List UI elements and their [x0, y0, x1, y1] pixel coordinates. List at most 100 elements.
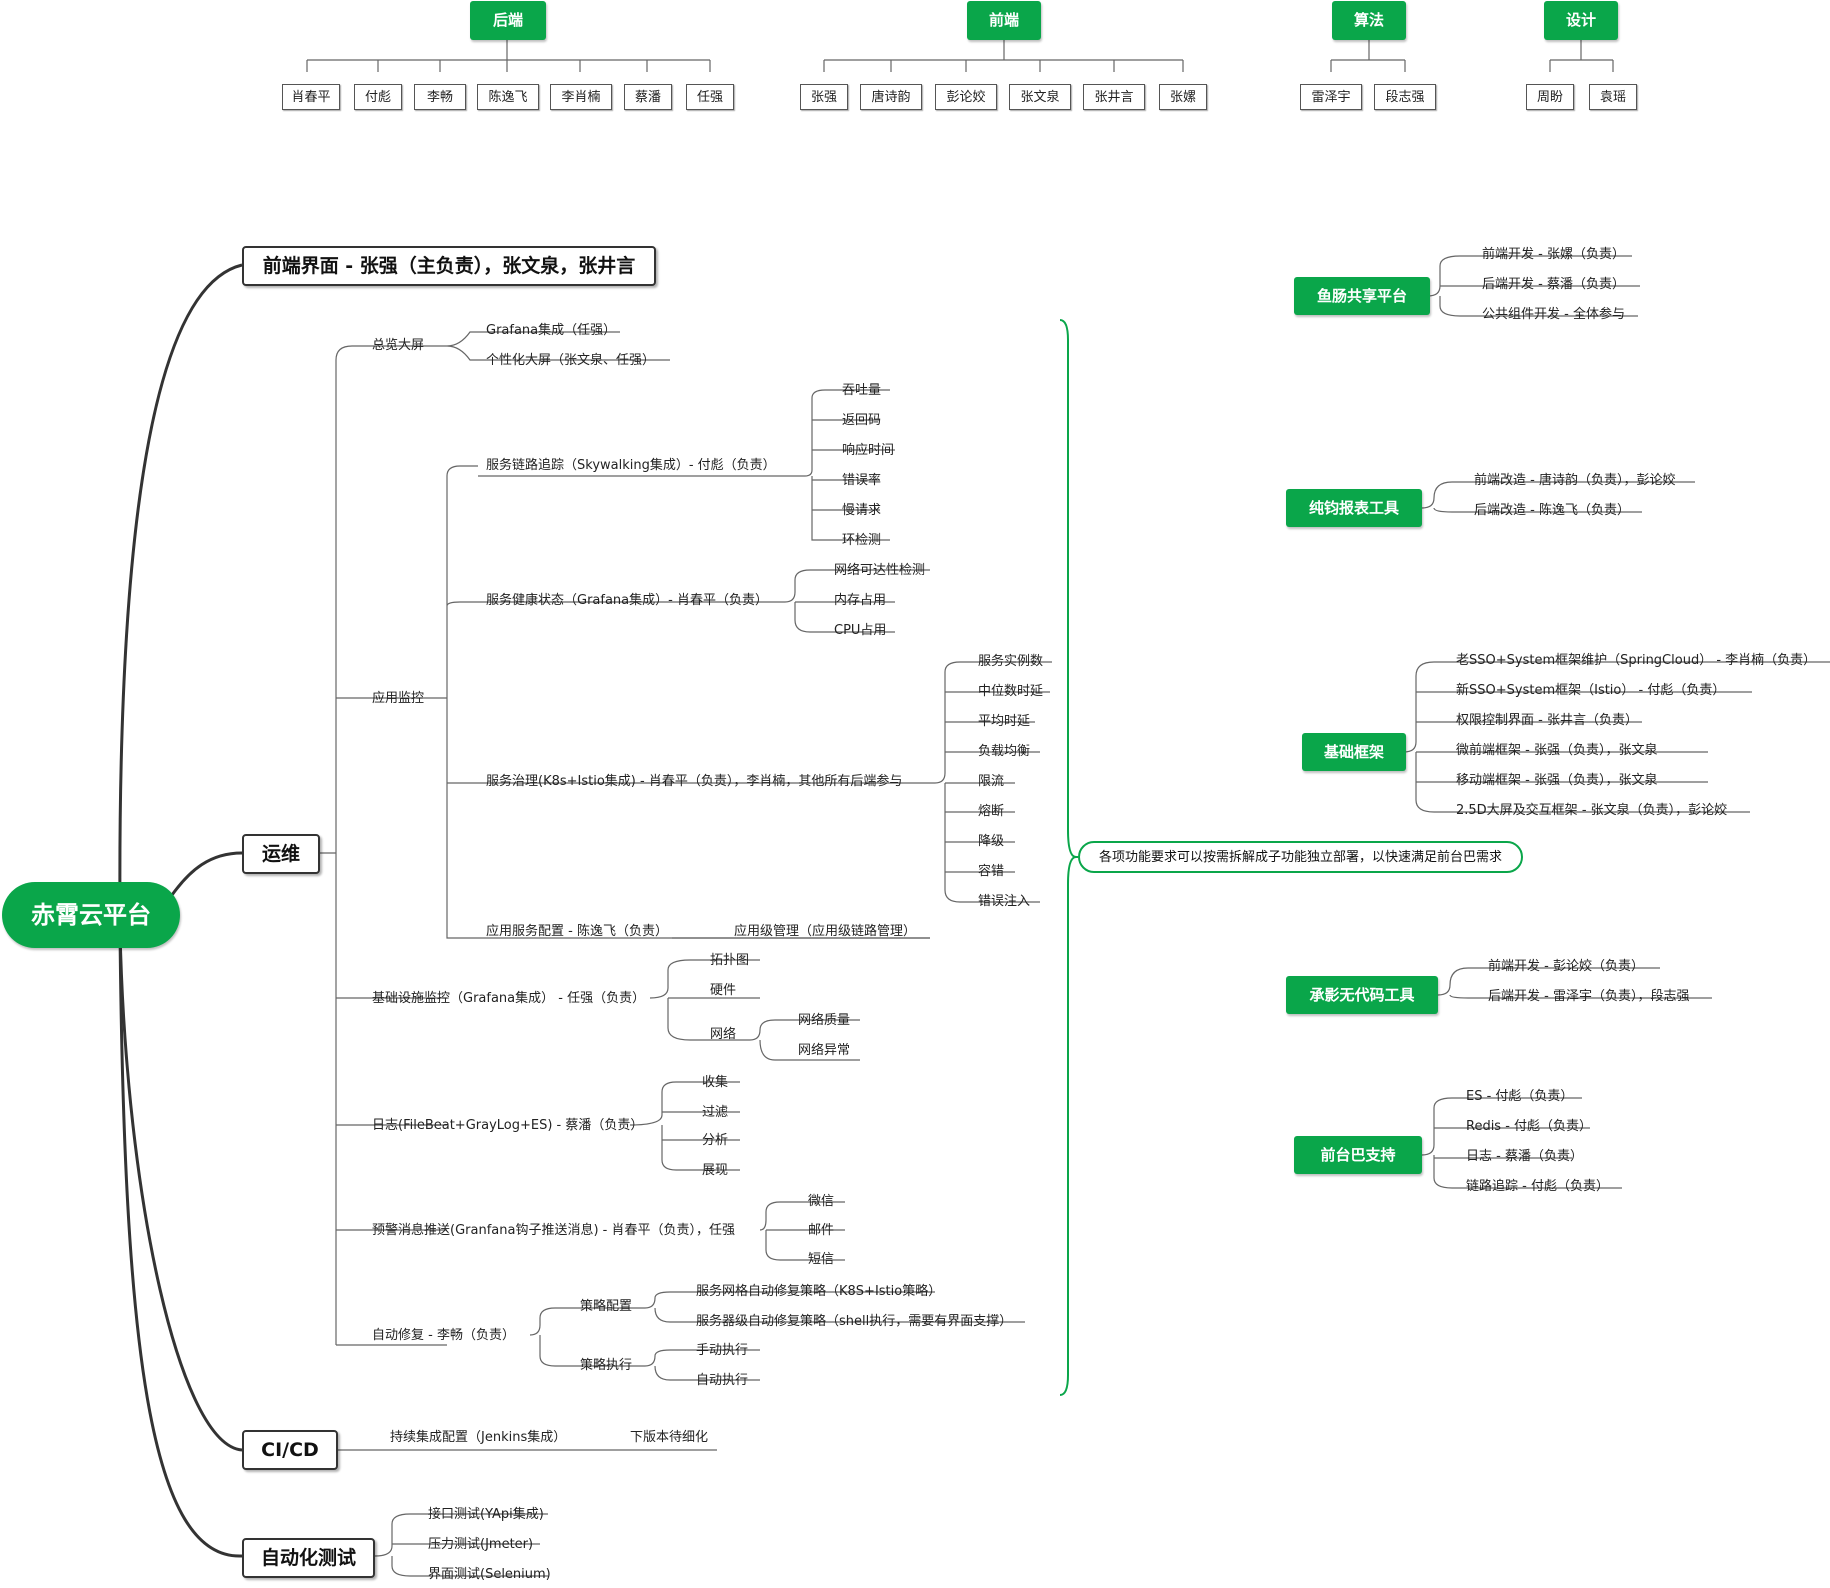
org-member: 张强 — [800, 84, 848, 110]
alerts-item: 邮件 — [808, 1223, 835, 1238]
ops-app-monitor: 应用监控 — [372, 691, 425, 706]
ops-governance: 服务治理(K8s+Istio集成) - 肖春平（负责），李肖楠，其他所有后端参与 — [486, 774, 903, 789]
branch-frontend-ui: 前端界面 - 张强（主负责），张文泉，张井言 — [242, 246, 656, 286]
cicd-item: 持续集成配置（Jenkins集成） — [390, 1430, 567, 1445]
governance-item: 平均时延 — [978, 714, 1031, 729]
tracing-item: 环检测 — [842, 533, 882, 548]
branch-cicd: CI/CD — [242, 1430, 338, 1470]
execute-item: 自动执行 — [696, 1373, 749, 1388]
org-member: 蔡潘 — [624, 84, 672, 110]
ops-overview: 总览大屏 — [372, 338, 425, 353]
note-callout: 各项功能要求可以按需拆解成子功能独立部署，以快速满足前台巴需求 — [1078, 841, 1523, 873]
repair-strategy: 策略配置 — [580, 1299, 633, 1314]
governance-item: 中位数时延 — [978, 684, 1044, 699]
network-item: 网络异常 — [798, 1043, 851, 1058]
logs-item: 过滤 — [702, 1105, 729, 1120]
repair-execute: 策略执行 — [580, 1358, 633, 1373]
tracing-item: 返回码 — [842, 413, 882, 428]
group-item: Redis - 付彪（负责） — [1466, 1119, 1593, 1134]
ops-overview-item: 个性化大屏（张文泉、任强） — [486, 353, 656, 368]
group-item: 权限控制界面 - 张井言（负责） — [1456, 713, 1638, 728]
org-member: 陈逸飞 — [477, 84, 539, 110]
tracing-item: 慢请求 — [842, 503, 882, 518]
ops-repair: 自动修复 - 李畅（负责） — [372, 1328, 515, 1343]
governance-item: 错误注入 — [978, 894, 1031, 909]
org-member: 唐诗韵 — [860, 84, 922, 110]
tracing-item: 错误率 — [842, 473, 882, 488]
group-item: 老SSO+System框架维护（SpringCloud） - 李肖楠（负责） — [1456, 653, 1817, 668]
group-item: 前端开发 - 张嫘（负责） — [1482, 247, 1625, 262]
group-item: 日志 - 蔡潘（负责） — [1466, 1149, 1583, 1164]
config-item: 应用级管理（应用级链路管理） — [734, 924, 917, 939]
logs-item: 分析 — [702, 1133, 729, 1148]
group-item: 新SSO+System框架（Istio） - 付彪（负责） — [1456, 683, 1726, 698]
branch-ops: 运维 — [242, 834, 320, 874]
logs-item: 展现 — [702, 1163, 729, 1178]
org-member: 段志强 — [1374, 84, 1436, 110]
group-item: 公共组件开发 - 全体参与 — [1482, 307, 1625, 322]
network-item: 网络质量 — [798, 1013, 851, 1028]
org-group-backend: 后端 — [470, 1, 546, 40]
ops-config: 应用服务配置 - 陈逸飞（负责） — [486, 924, 668, 939]
org-member: 李畅 — [414, 84, 466, 110]
org-group-frontend: 前端 — [967, 1, 1041, 40]
group-item: 前端开发 - 彭论姣（负责） — [1488, 959, 1644, 974]
governance-item: 熔断 — [978, 804, 1005, 819]
org-member: 肖春平 — [282, 84, 340, 110]
governance-item: 负载均衡 — [978, 744, 1031, 759]
group-item: 后端改造 - 陈逸飞（负责） — [1474, 503, 1630, 518]
health-item: 内存占用 — [834, 593, 887, 608]
testing-item: 接口测试(YApi集成) — [428, 1507, 544, 1522]
infra-network: 网络 — [710, 1027, 737, 1042]
group-item: 后端开发 - 雷泽宇（负责），段志强 — [1488, 989, 1690, 1004]
ops-infra: 基础设施监控（Grafana集成） - 任强（负责） — [372, 991, 646, 1006]
org-member: 袁瑶 — [1589, 84, 1637, 110]
branch-testing: 自动化测试 — [242, 1538, 375, 1578]
org-group-algorithm: 算法 — [1332, 1, 1406, 40]
strategy-item: 服务网格自动修复策略（K8S+Istio策略） — [696, 1284, 942, 1299]
org-member: 任强 — [686, 84, 734, 110]
alerts-item: 短信 — [808, 1252, 835, 1267]
governance-item: 容错 — [978, 864, 1005, 879]
org-member: 张井言 — [1083, 84, 1145, 110]
ops-logs: 日志(FileBeat+GrayLog+ES) - 蔡潘（负责） — [372, 1118, 644, 1133]
governance-item: 限流 — [978, 774, 1005, 789]
group-framework: 基础框架 — [1302, 733, 1406, 771]
org-member: 雷泽宇 — [1300, 84, 1362, 110]
tracing-item: 吞吐量 — [842, 383, 882, 398]
group-item: 移动端框架 - 张强（负责），张文泉 — [1456, 773, 1658, 788]
governance-item: 服务实例数 — [978, 654, 1044, 669]
group-chengying: 承影无代码工具 — [1286, 976, 1438, 1014]
group-yuchang: 鱼肠共享平台 — [1294, 277, 1430, 315]
execute-item: 手动执行 — [696, 1343, 749, 1358]
org-member: 张文泉 — [1009, 84, 1071, 110]
alerts-item: 微信 — [808, 1194, 835, 1209]
group-item: 2.5D大屏及交互框架 - 张文泉（负责），彭论姣 — [1456, 803, 1728, 818]
group-qiantaiba: 前台巴支持 — [1294, 1136, 1422, 1174]
health-item: CPU占用 — [834, 623, 887, 638]
ops-overview-item: Grafana集成（任强） — [486, 323, 617, 338]
group-item: 后端开发 - 蔡潘（负责） — [1482, 277, 1625, 292]
governance-item: 降级 — [978, 834, 1005, 849]
logs-item: 收集 — [702, 1075, 729, 1090]
testing-item: 界面测试(Selenium) — [428, 1567, 551, 1582]
cicd-sub: 下版本待细化 — [630, 1430, 709, 1445]
health-item: 网络可达性检测 — [834, 563, 926, 578]
org-member: 李肖楠 — [550, 84, 612, 110]
group-item: 链路追踪 - 付彪（负责） — [1466, 1179, 1609, 1194]
org-group-design: 设计 — [1544, 1, 1618, 40]
org-member: 付彪 — [354, 84, 402, 110]
group-item: 微前端框架 - 张强（负责），张文泉 — [1456, 743, 1658, 758]
infra-item: 拓扑图 — [710, 953, 750, 968]
strategy-item: 服务器级自动修复策略（shell执行，需要有界面支撑） — [696, 1314, 1013, 1329]
org-member: 彭论姣 — [935, 84, 997, 110]
group-item: ES - 付彪（负责） — [1466, 1089, 1574, 1104]
group-item: 前端改造 - 唐诗韵（负责），彭论姣 — [1474, 473, 1676, 488]
ops-health: 服务健康状态（Grafana集成）- 肖春平（负责） — [486, 593, 768, 608]
ops-alerts: 预警消息推送(Granfana钩子推送消息) - 肖春平（负责），任强 — [372, 1223, 735, 1238]
org-member: 周盼 — [1526, 84, 1574, 110]
infra-item: 硬件 — [710, 983, 737, 998]
ops-tracing: 服务链路追踪（Skywalking集成）- 付彪（负责） — [486, 458, 776, 473]
